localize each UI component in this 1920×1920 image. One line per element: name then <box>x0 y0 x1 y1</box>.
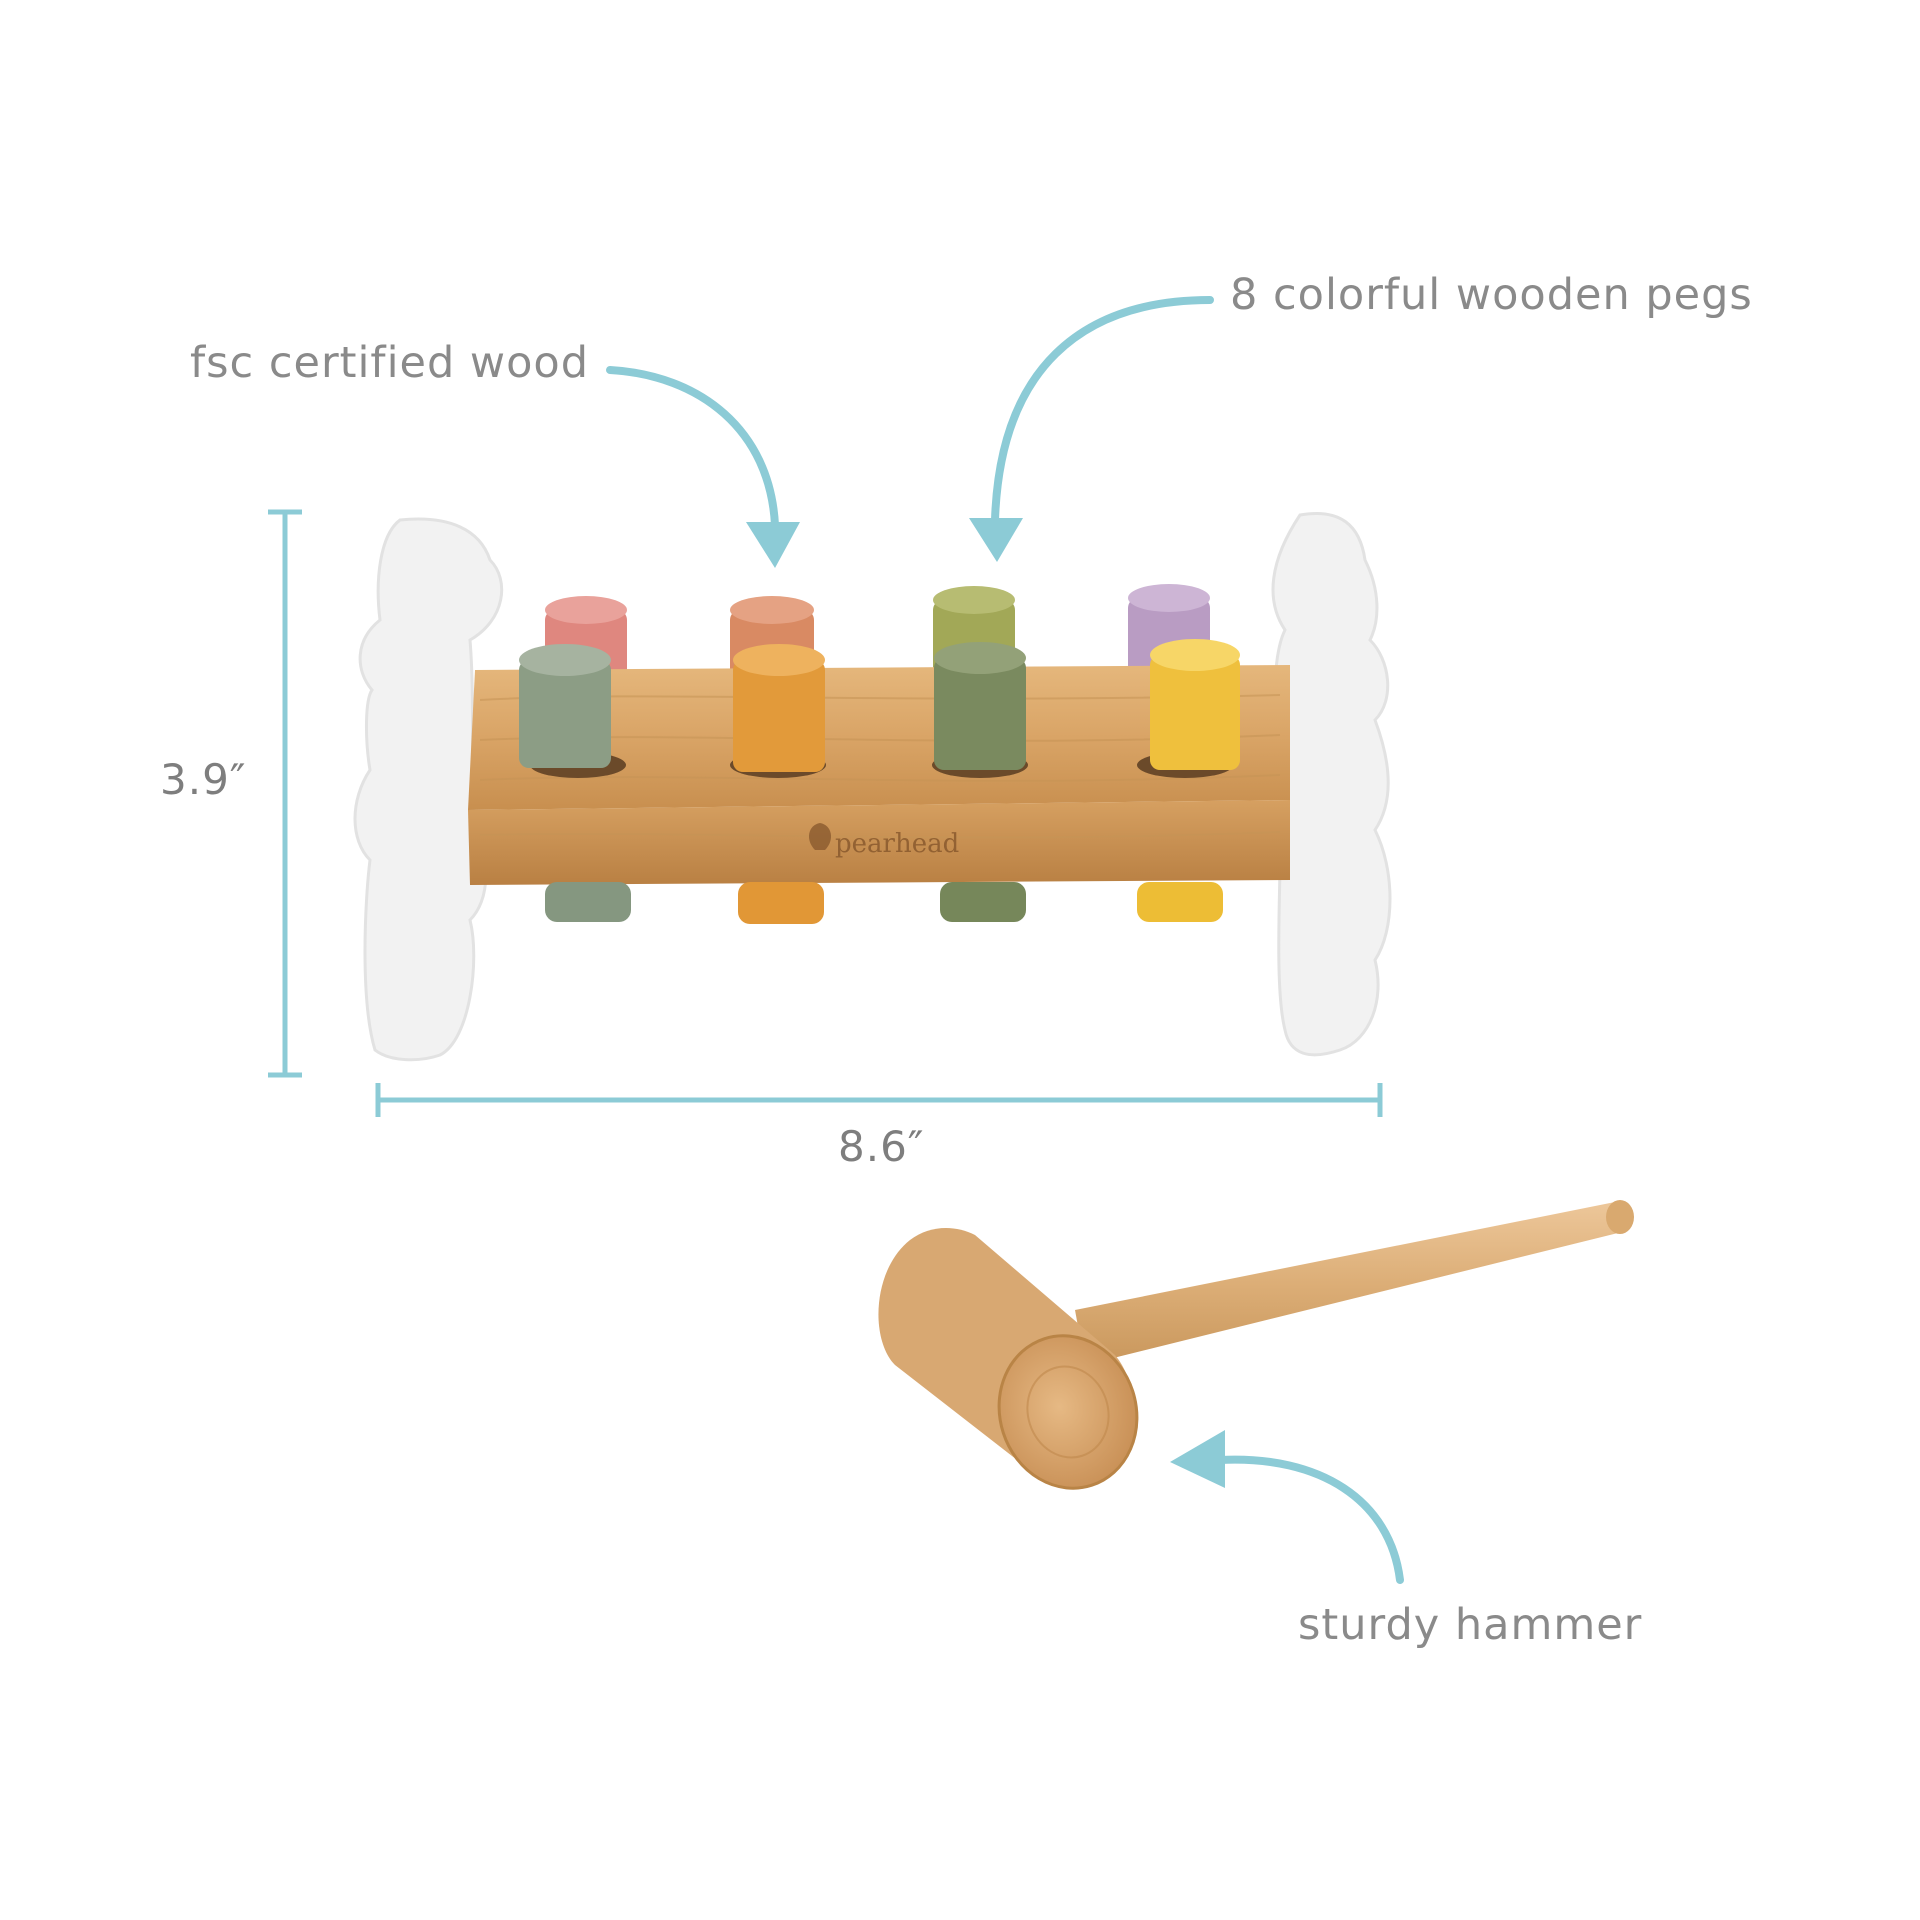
wood-board-top <box>468 665 1290 810</box>
front-pegs <box>519 639 1240 924</box>
wood-board-front <box>468 800 1290 885</box>
pound-bench: pearhead <box>353 512 1392 1062</box>
arrow-icon-pegs <box>969 296 1214 562</box>
dimension-height-label: 3.9″ <box>160 755 247 804</box>
callout-colorful-pegs: 8 colorful wooden pegs <box>1230 270 1753 320</box>
dimension-line-height <box>268 509 302 1078</box>
brand-logo: pearhead <box>808 823 959 859</box>
dimension-line-width <box>375 1083 1383 1117</box>
svg-text:pearhead: pearhead <box>835 829 959 859</box>
dimension-width-label: 8.6″ <box>838 1122 925 1171</box>
arrow-icon-hammer <box>1170 1430 1404 1584</box>
arrow-icon-wood <box>606 366 800 568</box>
hammer-handle <box>1075 1201 1632 1365</box>
callout-fsc-certified-wood: fsc certified wood <box>190 338 590 388</box>
callout-sturdy-hammer: sturdy hammer <box>1298 1600 1643 1650</box>
hammer <box>878 1200 1634 1490</box>
left-stand <box>353 517 504 1062</box>
